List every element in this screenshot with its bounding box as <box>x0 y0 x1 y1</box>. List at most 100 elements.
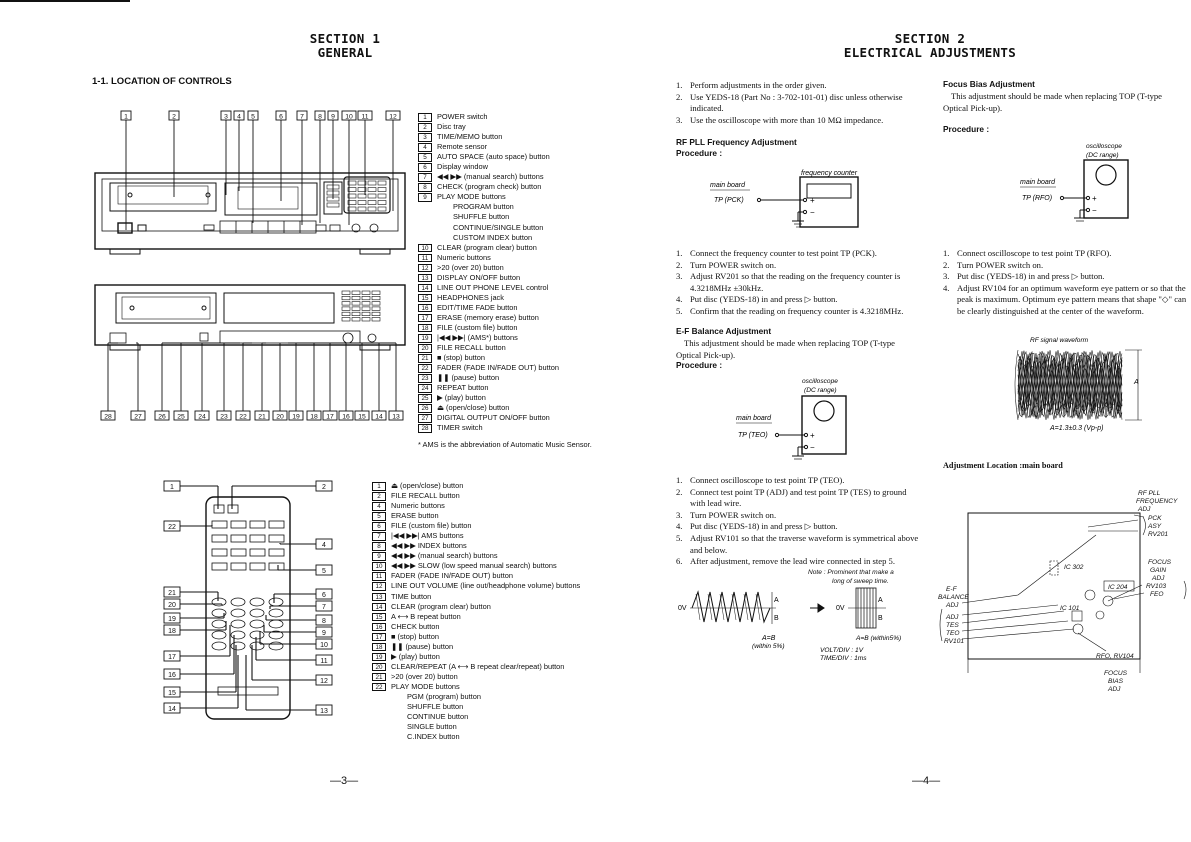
focus-instrument1: oscilloscope <box>1086 143 1122 150</box>
control-item-number: 7 <box>418 173 432 182</box>
control-item: 28 TIMER switch <box>418 423 559 433</box>
ef-step: 5.Adjust RV101 so that the traverse wave… <box>676 533 920 556</box>
rf-signal-waveform: RF signal waveform A A=1.3±0.3 (Vp-p) <box>1014 337 1142 432</box>
remote-control-item-number: 22 <box>372 682 386 692</box>
remote-control-item-label: ◀◀ ▶▶ INDEX buttons <box>391 541 467 551</box>
remote-callout-number: 22 <box>168 524 176 531</box>
lbl-adj-gain: ADJ <box>1151 575 1165 582</box>
rf-pll-step-text: Connect the frequency counter to test po… <box>690 248 877 258</box>
control-item-number: 12 <box>418 263 432 273</box>
callout-number: 8 <box>318 113 322 120</box>
control-item-label: HEADPHONES jack <box>437 292 504 302</box>
intro-steps: 1.Perform adjustments in the order given… <box>676 80 916 126</box>
remote-callout-number: 5 <box>322 568 326 575</box>
callout-number: 12 <box>389 113 397 120</box>
lbl-bias: BIAS <box>1108 678 1124 685</box>
callout-number: 7 <box>300 113 304 120</box>
wave-ov-left: 0V <box>678 605 687 612</box>
control-item-number: 27 <box>418 414 432 423</box>
control-item: CUSTOM INDEX button <box>418 233 559 243</box>
lbl-teo: TEO <box>946 630 960 637</box>
lbl-frequency: FREQUENCY <box>1136 498 1178 505</box>
callout-number: 1 <box>124 113 128 120</box>
remote-control-item: 12 LINE OUT VOLUME (line out/headphone vo… <box>372 581 580 591</box>
lbl-rv101: RV101 <box>944 638 964 645</box>
svg-text:+: + <box>810 196 815 205</box>
rf-pll-step: 4.Put disc (YEDS-18) in and press ▷ butt… <box>676 294 920 306</box>
control-item-number: 11 <box>418 253 432 263</box>
remote-control-item-number: 7 <box>372 532 386 541</box>
remote-control-item-number: 13 <box>372 592 386 602</box>
rf-pll-step-number: 5. <box>676 305 683 316</box>
remote-control-item-label: FADER (FADE IN/FADE OUT) button <box>391 571 513 581</box>
callout-number: 10 <box>345 113 353 120</box>
remote-control-item-label: ❚❚ (pause) button <box>391 641 454 651</box>
page-number-left: —3— <box>330 775 359 787</box>
lbl-rv103: RV103 <box>1146 583 1166 590</box>
ef-instrument1: oscilloscope <box>802 378 838 385</box>
remote-callout-number: 9 <box>322 630 326 637</box>
remote-control-item: CONTINUE button <box>372 712 580 722</box>
remote-control-item-number: 12 <box>372 582 386 591</box>
ef-step-number: 3. <box>676 509 683 520</box>
lbl-ic204: IC 204 <box>1108 584 1128 591</box>
remote-control-item: C.INDEX button <box>372 732 580 742</box>
remote-control-item: 9◀◀ ▶▶ (manual search) buttons <box>372 551 580 561</box>
control-item-number: 21 <box>418 354 432 363</box>
remote-control-item-number: 15 <box>372 612 386 622</box>
control-item-label: DISPLAY ON/OFF button <box>437 272 521 282</box>
rf-pll-title: RF PLL Frequency Adjustment <box>676 137 797 147</box>
wave-b-left: B <box>774 615 779 622</box>
remote-control-item-number: 21 <box>372 672 386 682</box>
callout-number: 6 <box>279 113 283 120</box>
rf-signal-cond: A=1.3±0.3 (Vp-p) <box>1049 425 1103 432</box>
ef-connection-diagram: oscilloscope (DC range) main board TP (T… <box>736 378 847 460</box>
remote-callout-number: 15 <box>168 690 176 697</box>
location-heading: 1-1. LOCATION OF CONTROLS <box>92 76 232 87</box>
callout-number: 9 <box>331 113 335 120</box>
control-item-number: 15 <box>418 293 432 303</box>
ef-step-number: 4. <box>676 521 683 532</box>
callout-number: 26 <box>158 413 166 420</box>
ef-step-text: Connect oscilloscope to test point TP (T… <box>690 475 845 485</box>
callout-number: 28 <box>104 413 112 420</box>
remote-callout-number: 18 <box>168 628 176 635</box>
ef-intro: This adjustment should be made when repl… <box>676 338 895 360</box>
focus-tp: TP (RFO) <box>1022 195 1052 202</box>
section1-subtitle: GENERAL <box>317 45 373 60</box>
ef-tp: TP (TEO) <box>738 432 768 439</box>
cond-right: A=B (within5%) <box>855 635 901 642</box>
control-item-number: 28 <box>418 424 432 433</box>
lbl-focus-bias: FOCUS <box>1104 670 1128 677</box>
callout-number: 20 <box>276 413 284 420</box>
rf-pll-steps: 1.Connect the frequency counter to test … <box>676 248 920 318</box>
rf-pll-step-text: Adjust RV201 so that the reading on the … <box>690 271 901 293</box>
remote-callout-number: 21 <box>168 590 176 597</box>
callout-number: 11 <box>361 113 368 120</box>
callout-number: 14 <box>375 413 383 420</box>
callout-number: 16 <box>342 413 350 420</box>
remote-control-item-label: LINE OUT VOLUME (line out/headphone volu… <box>391 581 581 591</box>
remote-callout-number: 13 <box>320 708 328 715</box>
svg-text:−: − <box>810 208 815 217</box>
remote-control-item-label: CHECK button <box>391 621 440 631</box>
lbl-adj-ef: ADJ <box>945 602 959 609</box>
focus-step: 4.Adjust RV104 for an optimum waveform e… <box>943 283 1187 318</box>
control-item-label: CLEAR (program clear) button <box>437 242 537 252</box>
callout-number: 23 <box>220 413 228 420</box>
control-item-label: TIMER switch <box>437 423 483 433</box>
control-item-number: 17 <box>418 313 432 323</box>
control-item-label: ERASE (memory erase) button <box>437 312 539 322</box>
remote-control-item-label: ERASE button <box>391 511 439 521</box>
rf-pll-step: 1.Connect the frequency counter to test … <box>676 248 920 260</box>
section1-number: SECTION 1 <box>309 31 381 46</box>
focus-step-number: 2. <box>943 259 950 270</box>
volt-div: VOLT/DIV : 1V <box>820 647 864 654</box>
callout-number: 18 <box>310 413 318 420</box>
